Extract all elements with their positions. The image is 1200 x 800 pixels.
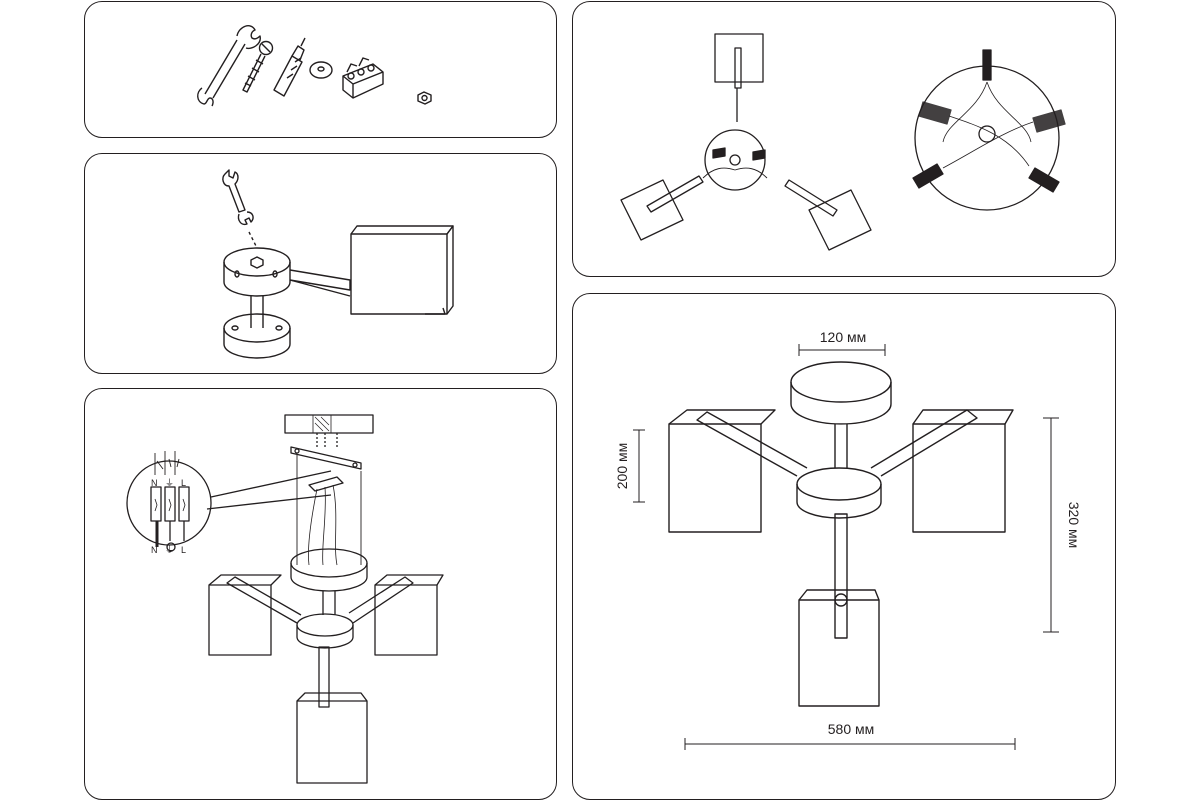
mounting-drawing: [222, 169, 454, 359]
terminal-block-icon: [342, 57, 384, 99]
terminal-label-l: L: [181, 478, 186, 488]
ceiling-plate: [284, 414, 374, 434]
arm-connection-panel: [572, 1, 1116, 277]
label-total-width: 580 мм: [828, 721, 875, 737]
nut-icon: [417, 91, 432, 105]
parts-kit-drawing: [197, 25, 432, 107]
mounting-bar: [290, 446, 362, 470]
canopy-base: [223, 313, 291, 359]
mounting-panel: [84, 153, 557, 374]
dim-total-height: [1043, 417, 1059, 633]
shade-right: [808, 189, 872, 251]
wiring-panel: N ⏚ L N ⏚ L: [84, 388, 557, 800]
central-hub: [704, 129, 766, 191]
shade-top: [714, 33, 764, 83]
dimensions-drawing: 120 мм 200 мм 320 мм 580 мм: [614, 329, 1082, 750]
washer-icon: [309, 61, 333, 79]
dim-top-diameter: [798, 344, 886, 356]
wrench-icon: [222, 169, 254, 226]
dimensions-panel: 120 мм 200 мм 320 мм 580 мм: [572, 293, 1116, 800]
ceiling-cup: [223, 247, 291, 297]
shade-left: [620, 179, 684, 241]
parts-kit-panel: [84, 1, 557, 138]
nut-icon: [250, 256, 264, 269]
dim-total-width: [684, 738, 1016, 750]
terminal-label-earth: ⏚: [165, 478, 174, 488]
terminal-label-n: N: [151, 478, 158, 488]
label-top-diameter: 120 мм: [820, 329, 867, 345]
dim-shade-height: [633, 429, 645, 503]
arm-connection-drawing: [620, 33, 1066, 251]
wire-label-n: N: [151, 545, 158, 555]
wiring-drawing: N ⏚ L N ⏚ L: [126, 414, 444, 784]
screw-icon: [242, 40, 274, 93]
wire-label-earth: ⏚: [165, 545, 174, 555]
terminal-block: [308, 476, 344, 492]
wire-connector-icon: [912, 49, 1066, 211]
fixture-assembled: [208, 548, 444, 784]
wall-plug-icon: [273, 37, 306, 97]
shade-cube: [350, 225, 454, 315]
fixture-dimensioned: [668, 361, 1014, 707]
label-shade-height: 200 мм: [614, 443, 630, 490]
label-total-height: 320 мм: [1066, 502, 1082, 549]
wiring-detail-circle: N ⏚ L N ⏚ L: [126, 451, 332, 555]
wire-label-l: L: [181, 545, 186, 555]
wrench-icon: [197, 25, 261, 107]
